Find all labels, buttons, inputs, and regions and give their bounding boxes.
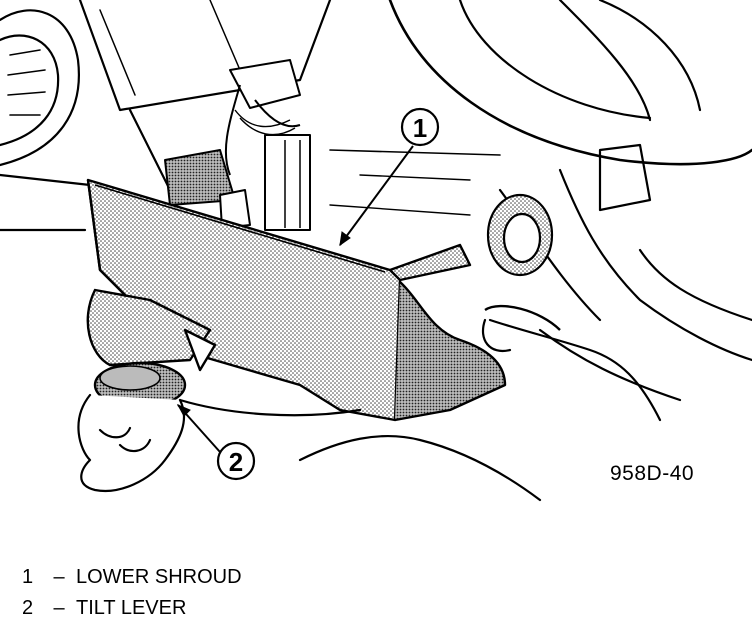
figure-code: 958D-40 bbox=[610, 462, 695, 485]
callout-2: 2 bbox=[176, 403, 256, 481]
legend-label: TILT LEVER bbox=[76, 597, 187, 619]
lower-shroud-illustration bbox=[86, 178, 561, 422]
legend-item: 2–TILT LEVER bbox=[22, 597, 186, 620]
dashboard-background bbox=[0, 0, 752, 402]
callout-2-number: 2 bbox=[229, 447, 243, 477]
callout-1: 1 bbox=[339, 107, 440, 247]
legend-separator: – bbox=[53, 566, 65, 588]
connector-and-wiring bbox=[164, 59, 311, 231]
legend-number: 2 bbox=[22, 597, 34, 619]
legend-item: 1–LOWER SHROUD bbox=[22, 566, 242, 589]
legend-separator: – bbox=[53, 597, 65, 619]
legend-number: 1 bbox=[22, 566, 34, 588]
steering-column-illustration: 1 2 bbox=[0, 0, 752, 502]
hand-illustration bbox=[77, 318, 662, 502]
legend-label: LOWER SHROUD bbox=[76, 566, 242, 588]
callout-1-number: 1 bbox=[413, 113, 427, 143]
